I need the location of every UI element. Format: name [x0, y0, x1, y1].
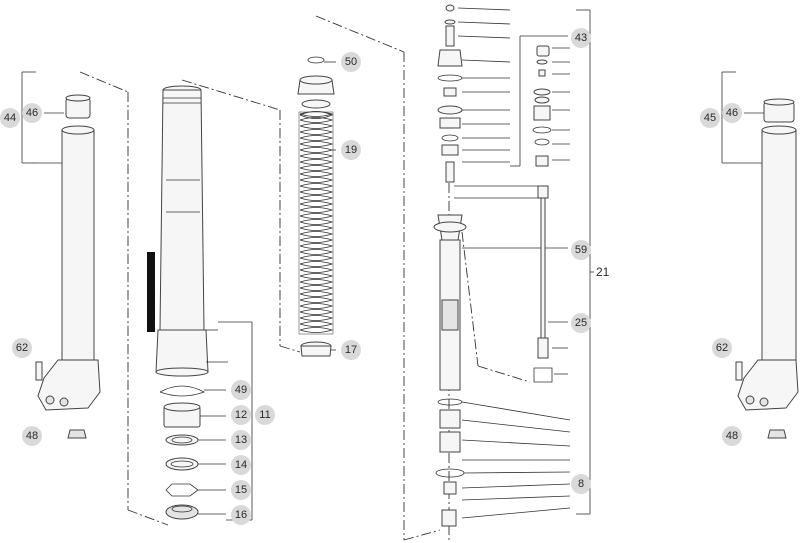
callout-50: 50 [341, 52, 361, 72]
svg-text:14: 14 [235, 459, 247, 471]
spring-coil [299, 231, 334, 237]
svg-text:43: 43 [575, 32, 587, 44]
svg-text:17: 17 [345, 344, 357, 356]
spring-coil [299, 279, 334, 285]
spring-coil [299, 135, 334, 141]
callout-11: 11 [255, 405, 275, 425]
spring-coil [299, 207, 334, 213]
spring-coil [299, 213, 334, 219]
svg-text:11: 11 [259, 409, 270, 421]
spring-coil [299, 303, 334, 309]
callout-17: 17 [341, 340, 361, 360]
callout-25: 25 [571, 313, 591, 333]
spring-coil [299, 183, 334, 189]
left-fork-tube [21, 71, 169, 526]
spring-coil [299, 267, 334, 273]
callout-46-right: 46 [722, 103, 742, 123]
callouts: 50 19 17 49 12 11 13 14 15 16 44 46 62 4… [0, 28, 742, 525]
svg-text:8: 8 [578, 478, 584, 490]
spring-coil [299, 189, 334, 195]
spring-coil [299, 195, 334, 201]
spring-coils [299, 111, 334, 333]
valve-kit [510, 35, 570, 167]
svg-text:59: 59 [575, 244, 587, 256]
svg-text:16: 16 [235, 509, 247, 521]
spring-coil [299, 261, 334, 267]
spring-coil [299, 297, 334, 303]
callout-48-right: 48 [722, 426, 742, 446]
svg-text:19: 19 [345, 144, 357, 156]
svg-text:13: 13 [235, 434, 247, 446]
callout-13: 13 [231, 430, 251, 450]
callout-59: 59 [571, 240, 591, 260]
svg-text:15: 15 [235, 484, 247, 496]
spring-coil [299, 147, 334, 153]
callout-8: 8 [571, 474, 591, 494]
spring-coil [299, 111, 334, 117]
spring-coil [299, 255, 334, 261]
spring-coil [299, 117, 334, 123]
spring-coil [299, 237, 334, 243]
callout-49: 49 [231, 380, 251, 400]
spring-coil [299, 177, 334, 183]
spring-coil [299, 159, 334, 165]
spring-coil [299, 273, 334, 279]
callout-44: 44 [0, 108, 20, 128]
spring-coil [299, 285, 334, 291]
callout-62-right: 62 [712, 338, 732, 358]
callout-21: 21 [596, 265, 610, 279]
svg-text:45: 45 [704, 112, 716, 124]
callout-14: 14 [231, 455, 251, 475]
spring [297, 15, 441, 541]
spring-coil [299, 123, 334, 129]
seal-stack [159, 321, 253, 521]
spring-coil [299, 201, 334, 207]
svg-text:48: 48 [26, 430, 38, 442]
spring-coil [299, 291, 334, 297]
svg-text:21: 21 [596, 265, 610, 279]
svg-text:48: 48 [726, 430, 738, 442]
outer-tube [147, 79, 301, 377]
callout-48-left: 48 [22, 426, 42, 446]
callout-19: 19 [341, 140, 361, 160]
callout-62-left: 62 [12, 338, 32, 358]
right-fork-tube [721, 71, 799, 439]
svg-text:44: 44 [4, 112, 16, 124]
svg-text:50: 50 [345, 56, 357, 68]
callout-46-left: 46 [22, 103, 42, 123]
damper-cartridge [433, 4, 594, 540]
spring-coil [299, 153, 334, 159]
spring-coil [299, 219, 334, 225]
spring-coil [299, 129, 334, 135]
spring-coil [299, 141, 334, 147]
spring-coil [299, 321, 334, 327]
spring-coil [299, 165, 334, 171]
callout-45: 45 [700, 108, 720, 128]
spring-coil [299, 249, 334, 255]
callout-12: 12 [231, 405, 251, 425]
svg-text:46: 46 [26, 107, 38, 119]
svg-text:62: 62 [16, 342, 28, 354]
svg-text:46: 46 [726, 107, 738, 119]
spring-coil [299, 309, 334, 315]
spring-coil [299, 327, 334, 333]
callout-43: 43 [571, 28, 591, 48]
spring-coil [299, 315, 334, 321]
callout-16: 16 [231, 505, 251, 525]
svg-text:12: 12 [235, 409, 247, 421]
svg-text:25: 25 [575, 317, 587, 329]
spring-coil [299, 225, 334, 231]
callout-15: 15 [231, 480, 251, 500]
svg-text:62: 62 [716, 342, 728, 354]
svg-text:49: 49 [235, 384, 247, 396]
damper-rod [454, 185, 568, 383]
spring-coil [299, 171, 334, 177]
spring-coil [299, 243, 334, 249]
